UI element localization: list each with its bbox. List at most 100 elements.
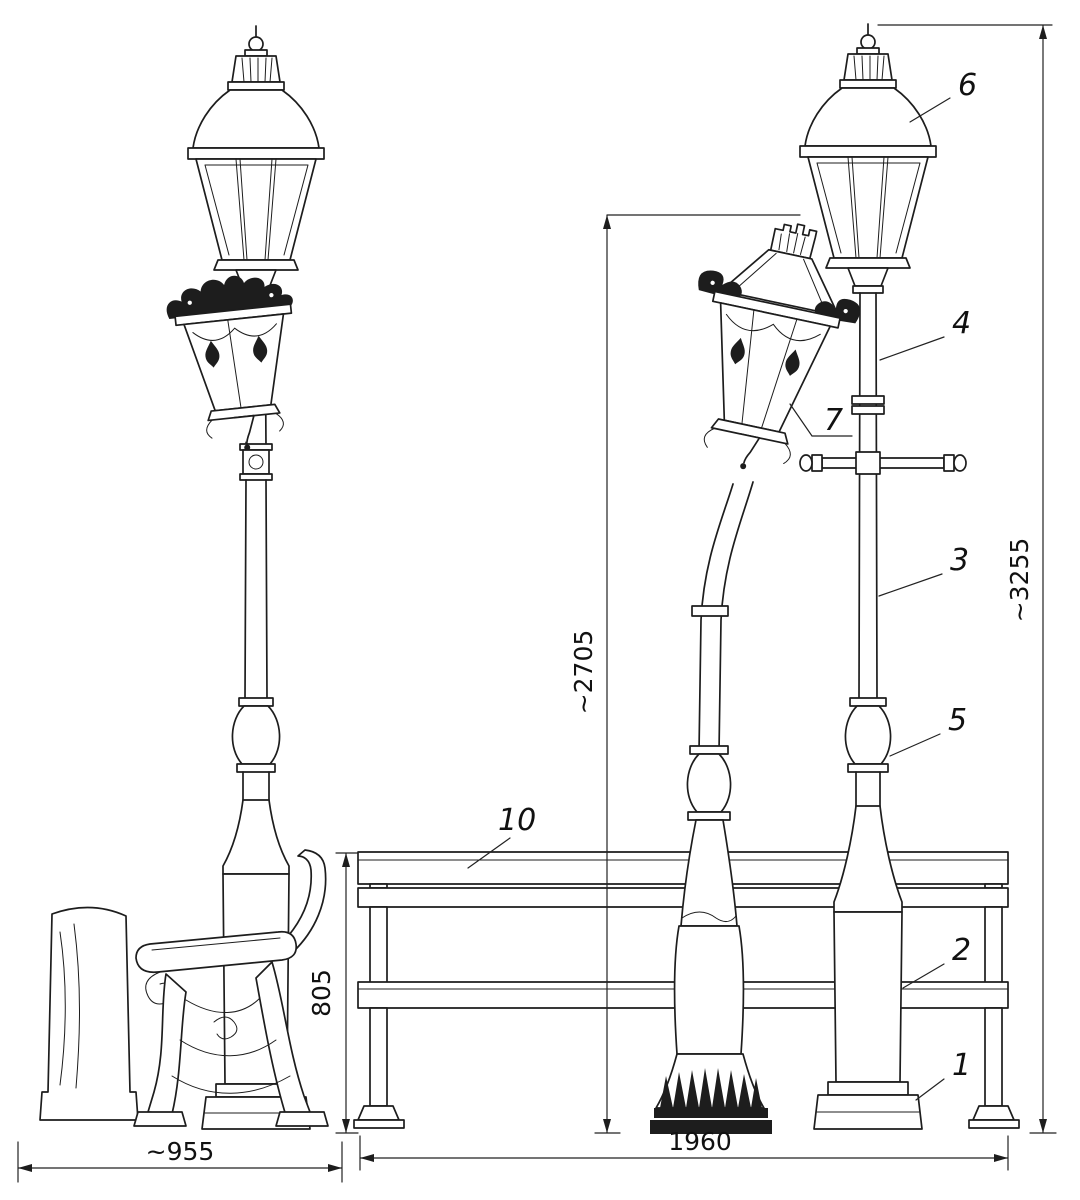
bench-leg-right: [984, 906, 1003, 984]
scroll-eye: [267, 291, 276, 300]
finial-disc: [244, 49, 268, 57]
pole-neck: [242, 771, 270, 801]
leader-line-1: [915, 1078, 945, 1101]
arrowhead: [342, 1119, 350, 1133]
pole-ring: [847, 763, 889, 773]
arrowhead: [328, 1164, 342, 1172]
chimney-plate: [839, 79, 897, 89]
side-secondary-lantern: [166, 275, 293, 451]
dim-bench-height: 805: [307, 969, 336, 1017]
chimney-plate: [227, 81, 285, 91]
lantern-body: [195, 158, 317, 261]
front-view-straight-lamp: [799, 23, 967, 1130]
finial-ball: [248, 36, 264, 52]
lantern-top-rim: [187, 147, 325, 160]
bottom-finial: [739, 432, 761, 464]
glazing-bars: [741, 309, 798, 429]
part-label-10: 10: [498, 803, 536, 838]
finial-ball: [860, 34, 876, 50]
curved-lamp-lantern: [698, 223, 861, 470]
arrowhead: [360, 1154, 374, 1162]
crest-crown: [769, 223, 818, 260]
crossbar-sleeve: [855, 451, 881, 475]
front-foot: [133, 1111, 187, 1127]
leader-line-10: [467, 837, 511, 869]
pole-ring: [687, 811, 731, 821]
crossbar-knob-right: [953, 454, 967, 472]
bench-foot-plate-right: [968, 1119, 1020, 1129]
bottom-curl: [783, 442, 791, 465]
scroll-eye: [708, 278, 717, 287]
leader-line-3: [878, 573, 943, 597]
finial-tip: [244, 444, 251, 451]
leader-line-2: [902, 963, 945, 989]
front-leg: [147, 973, 187, 1115]
dim-side-width-lines: [17, 1141, 343, 1183]
lantern-chimney: [231, 55, 281, 83]
base-main: [673, 925, 745, 1055]
dim-front-width: 1960: [668, 1127, 732, 1156]
pole-collar-ring: [239, 473, 273, 481]
pole-ring: [238, 697, 274, 707]
lantern-chimney: [843, 53, 893, 81]
pole-baluster: [844, 705, 892, 765]
bottom-curl: [703, 427, 715, 448]
crossbar-end-right: [943, 454, 955, 472]
scroll-eye: [185, 298, 194, 307]
backrest-plank-top: [357, 851, 1009, 885]
lantern-bottom-rim: [213, 259, 299, 271]
part-label-7: 7: [824, 403, 843, 438]
lantern-inner-frame: [816, 162, 921, 254]
lantern-glazing-bars: [235, 158, 277, 261]
dimensions: ~955 805 ~2705 ~3255 1960: [17, 24, 1057, 1183]
dim-bench-height-lines: [335, 852, 359, 1134]
bench-foot-right: [972, 1105, 1015, 1121]
pole-mid: [244, 479, 268, 699]
swag-ornament: [192, 323, 277, 341]
lantern-bottom-rim: [825, 257, 911, 269]
socket-seam: [681, 911, 737, 922]
glazing-bars: [847, 156, 889, 259]
pole-ring: [689, 745, 729, 755]
seat-slat: [135, 930, 298, 974]
scroll-ornament-left: [698, 270, 742, 300]
dim-curved-lamp-height: ~2705: [569, 630, 598, 715]
bottom-finial: [233, 414, 255, 445]
front-view-curved-lamp: [650, 223, 861, 1134]
lantern-body: [807, 156, 929, 259]
leader-line-4: [879, 336, 945, 361]
rear-block: [39, 906, 139, 1121]
rear-block-detail: [59, 923, 80, 1089]
bottom-curl: [206, 419, 213, 439]
arrowhead: [342, 853, 350, 867]
collar-circle-detail: [248, 454, 264, 470]
side-main-lantern: [187, 25, 325, 296]
plinth-upper: [654, 1108, 768, 1118]
fleur-ornament: [205, 340, 220, 368]
lantern-body: [183, 313, 285, 412]
lantern-body: [719, 302, 832, 433]
dim-curved-lamp-lines: [594, 214, 801, 1134]
pole-double-ring: [851, 405, 885, 415]
bench-leg-left-lower: [369, 1007, 388, 1107]
pole-baluster: [686, 753, 732, 813]
pole-collar-block: [242, 449, 270, 475]
plinth-lower: [650, 1120, 772, 1134]
dim-straight-lamp-height: ~3255: [1005, 538, 1034, 623]
lantern-dome: [804, 87, 932, 147]
base-socket: [680, 819, 738, 927]
lantern-bottom-rim: [207, 403, 281, 422]
pole-ring: [236, 763, 276, 773]
arrowhead: [18, 1164, 32, 1172]
lantern-collar: [847, 267, 889, 287]
arrowhead: [994, 1154, 1008, 1162]
arrowhead: [1039, 1119, 1047, 1133]
frame-curl: [213, 1016, 238, 1040]
fleur-ornament: [785, 349, 800, 376]
chimney-slats: [241, 57, 273, 83]
rear-foot: [275, 1111, 329, 1127]
pole-double-ring: [851, 395, 885, 405]
bench-foot-left: [357, 1105, 400, 1121]
